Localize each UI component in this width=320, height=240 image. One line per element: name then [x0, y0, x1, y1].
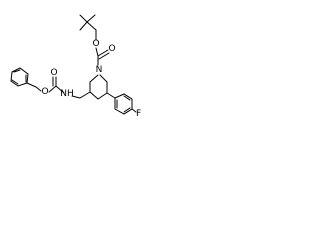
bond — [79, 91, 91, 99]
bond — [123, 107, 131, 113]
bond — [71, 95, 81, 99]
atom-labels: O O N O O NH F — [41, 39, 141, 119]
carbamate-nh-label: NH — [60, 89, 74, 99]
bond — [13, 69, 21, 73]
bond — [55, 85, 65, 94]
boc-carbamate-group — [95, 29, 110, 66]
chemical-structure: O O N O O NH F — [10, 14, 141, 119]
bond — [98, 52, 110, 60]
ring-nitrogen-label: N — [96, 65, 103, 75]
bond — [86, 21, 97, 31]
cbz-carbonyl-oxygen-label: O — [50, 68, 57, 78]
boc-carbonyl-oxygen-label: O — [108, 44, 115, 54]
bond — [89, 74, 99, 83]
bond — [106, 92, 116, 99]
bond — [123, 95, 131, 101]
benzyl-phenyl-ring — [10, 67, 29, 87]
fluorine-label: F — [136, 109, 141, 119]
piperidine-ring — [89, 74, 108, 100]
bond — [26, 82, 37, 88]
bond — [35, 86, 42, 92]
bond — [10, 67, 29, 87]
fluorophenyl-ring — [106, 92, 137, 115]
cbz-ether-oxygen-label: O — [41, 87, 48, 97]
bond — [97, 49, 109, 57]
bond — [95, 47, 99, 57]
bond — [48, 85, 57, 93]
bond — [97, 92, 108, 100]
bond — [79, 21, 88, 31]
bond — [86, 14, 96, 23]
bond — [131, 108, 137, 113]
bond — [79, 14, 88, 23]
bond — [89, 91, 99, 100]
bond — [99, 74, 108, 83]
cbz-carbamate-group — [26, 76, 91, 99]
tert-butyl-group — [79, 14, 97, 31]
bond — [11, 79, 19, 85]
boc-ether-oxygen-label: O — [92, 39, 99, 49]
bond — [114, 93, 133, 115]
